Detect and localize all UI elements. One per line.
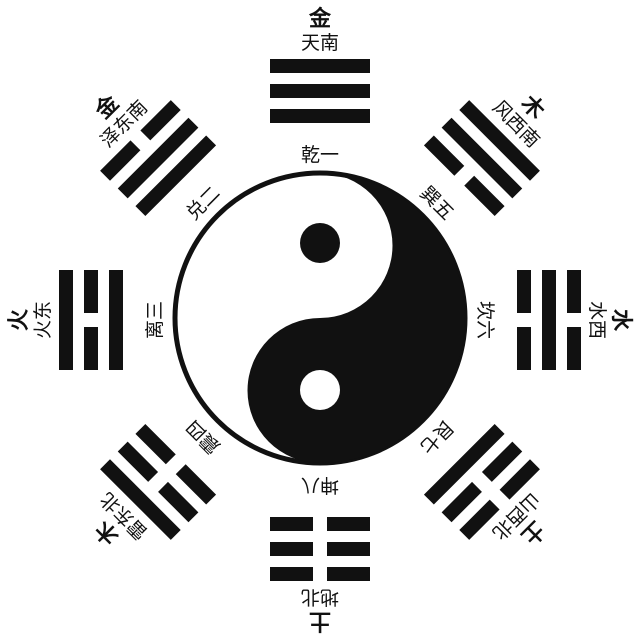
kun-yin-line-2-right	[270, 542, 313, 556]
trigram-kun: 土 地北 坤八	[270, 474, 370, 633]
xun-yin-line-1-left	[423, 135, 465, 176]
taiji-yin-eye	[300, 370, 340, 410]
li-yin-line-2-right	[84, 270, 98, 313]
kan-element: 水	[608, 309, 633, 332]
li-direction: 火东	[32, 301, 54, 339]
zhen-yin-line-1-right	[135, 423, 176, 465]
trigram-qian: 金 天南 乾一	[270, 6, 370, 166]
qian-direction: 天南	[301, 32, 339, 54]
kun-name: 坤八	[301, 474, 339, 496]
kan-yin-line-3-right	[567, 327, 581, 370]
kan-yang-line-2	[542, 270, 556, 370]
dui-symbol	[100, 100, 217, 217]
qian-yang-line-3	[270, 59, 370, 73]
li-yin-line-2-left	[84, 327, 98, 370]
li-name: 离三	[144, 301, 166, 339]
dui-yin-line-3-left	[100, 140, 141, 181]
kun-yin-line-3-right	[270, 567, 313, 581]
kun-element: 土	[309, 608, 331, 633]
li-symbol	[59, 270, 123, 370]
dui-yang-line-1	[135, 135, 217, 217]
gen-symbol	[423, 423, 540, 540]
dui-yang-line-2	[117, 117, 199, 199]
kan-yin-line-3-left	[567, 270, 581, 313]
gen-yin-line-2-right	[441, 481, 482, 523]
zhen-yin-line-1-left	[175, 464, 217, 505]
kan-yin-line-1-left	[517, 270, 531, 313]
xun-yin-line-1-right	[464, 175, 505, 217]
kun-symbol	[270, 517, 370, 581]
taiji-yang-eye	[300, 223, 340, 263]
kan-name: 坎六	[474, 301, 496, 339]
xun-symbol	[423, 100, 540, 217]
qian-name: 乾一	[301, 144, 339, 166]
kun-yin-line-1-right	[270, 517, 313, 531]
qian-yang-line-2	[270, 84, 370, 98]
gen-yin-line-3-right	[459, 499, 500, 540]
dui-yin-line-3-right	[140, 100, 181, 141]
trigram-kan: 水 水西 坎六	[474, 270, 633, 370]
zhen-symbol	[100, 423, 217, 540]
kan-symbol	[517, 270, 581, 370]
qian-element: 金	[308, 6, 332, 32]
gen-yin-line-2-left	[481, 441, 523, 482]
kun-yin-line-1-left	[327, 517, 370, 531]
zhen-yin-line-2-right	[117, 441, 159, 482]
qian-yang-line-1	[270, 109, 370, 123]
taiji-symbol	[172, 170, 468, 466]
qian-symbol	[270, 59, 370, 123]
zhen-yang-line-3	[100, 459, 181, 540]
kun-yin-line-3-left	[327, 567, 370, 581]
trigram-li: 火 火东 离三	[7, 270, 166, 370]
xun-yang-line-3	[459, 100, 540, 181]
li-element: 火	[7, 309, 32, 331]
kan-yin-line-1-right	[517, 327, 531, 370]
gen-yin-line-3-left	[499, 459, 540, 500]
kan-direction: 水西	[586, 301, 608, 339]
gen-yang-line-1	[423, 423, 505, 505]
xun-yang-line-2	[441, 117, 523, 199]
li-yang-line-1	[109, 270, 123, 370]
kun-direction: 地北	[301, 586, 339, 608]
zhen-yin-line-2-left	[158, 481, 199, 523]
li-yang-line-3	[59, 270, 73, 370]
kun-yin-line-2-left	[327, 542, 370, 556]
